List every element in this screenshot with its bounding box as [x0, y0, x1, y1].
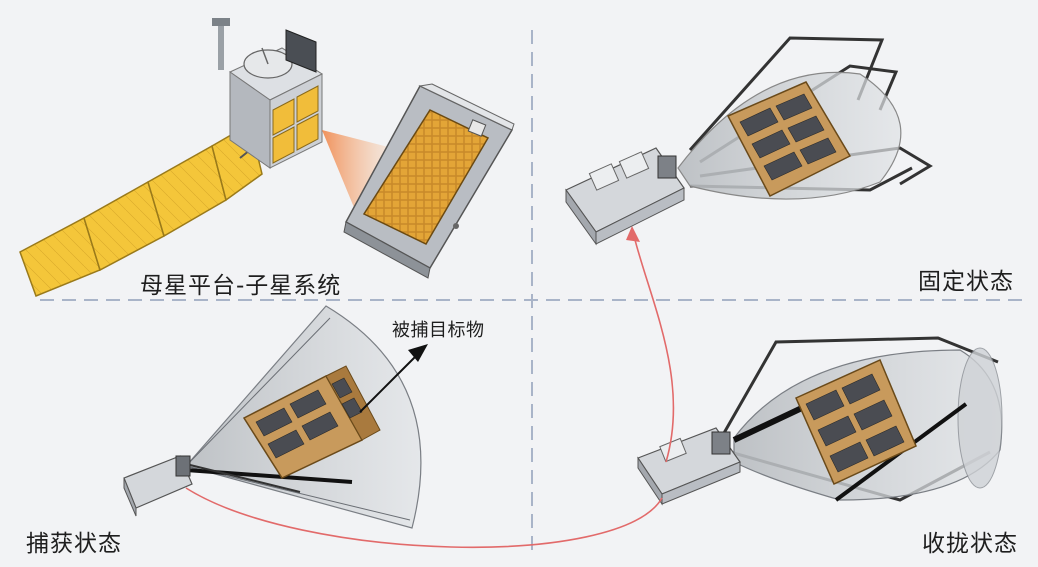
- label-retract-state: 收拢状态: [922, 531, 1018, 557]
- mother-satellite-illustration: [19, 18, 400, 297]
- label-captured-target: 被捕目标物: [392, 320, 485, 341]
- sequence-arrowhead: [626, 226, 640, 242]
- retract-state-illustration: [637, 336, 1003, 506]
- release-beam: [322, 130, 400, 222]
- capture-chaser-satellite: [123, 455, 193, 517]
- label-mother-daughter-system: 母星平台-子星系统: [140, 273, 342, 299]
- label-fixed-state: 固定状态: [918, 269, 1014, 295]
- target-pointer-line: [359, 351, 421, 413]
- captured-cubesat: [726, 81, 852, 197]
- sequence-arrow-capture-to-retract: [185, 487, 663, 549]
- retract-chaser-satellite: [637, 427, 741, 506]
- satellite-bus: [212, 18, 324, 169]
- fixed-state-illustration: [565, 36, 933, 246]
- solar-array: [19, 122, 263, 297]
- daughter-satellite-illustration: [343, 83, 515, 279]
- label-capture-state: 捕获状态: [26, 531, 122, 557]
- capture-state-illustration: [123, 305, 428, 529]
- retracted-cubesat: [795, 358, 917, 486]
- sequence-arrow-retract-to-fixed: [633, 235, 675, 463]
- target-pointer-arrowhead: [408, 344, 428, 362]
- chaser-satellite: [565, 147, 685, 246]
